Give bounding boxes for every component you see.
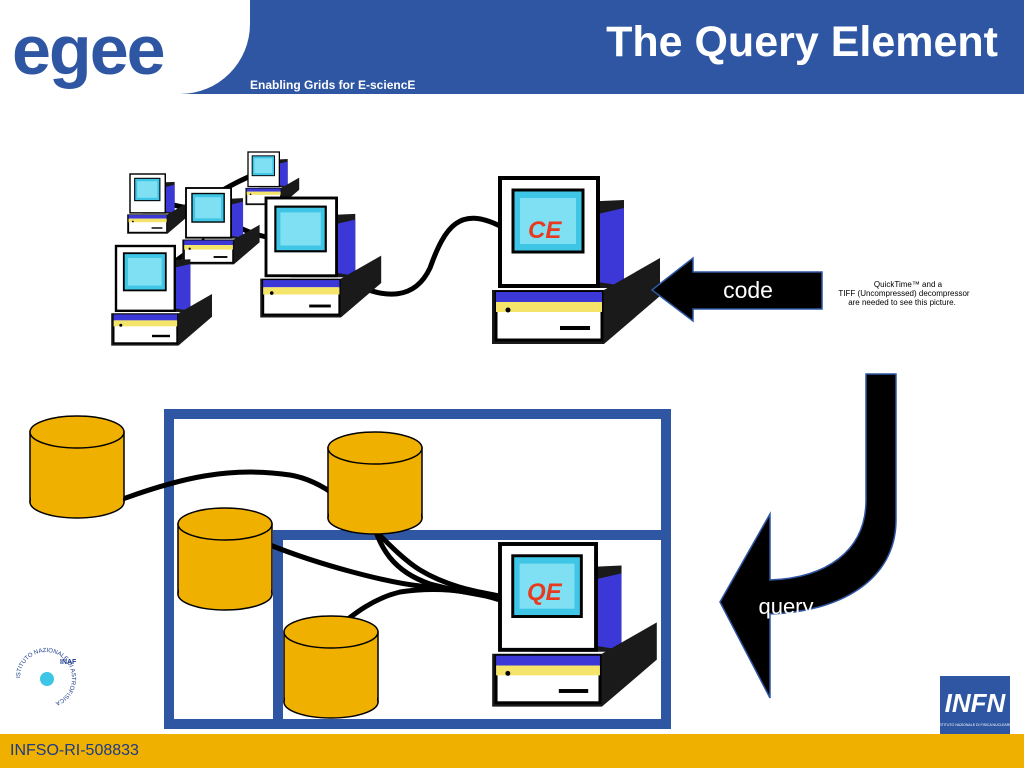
ce-label: CE <box>528 217 562 244</box>
workstation-icon <box>258 196 383 319</box>
infn-logo: INFN ISTITUTO NAZIONALE DI FISICA NUCLEA… <box>938 676 1012 734</box>
placeholder-line: QuickTime™ and a <box>874 280 943 289</box>
code-label: code <box>723 277 773 303</box>
inaf-seal-logo: ISTITUTO NAZIONALE DI ASTROFISICA INAF <box>13 645 79 711</box>
inaf-abbr: INAF <box>60 659 77 666</box>
tagline: Enabling Grids for E-sciencE <box>250 78 416 92</box>
database-icon <box>327 431 423 535</box>
query-label: query <box>758 594 813 619</box>
query-arrow: query <box>719 373 897 699</box>
ce-computer-icon <box>490 176 662 346</box>
placeholder-line: are needed to see this picture. <box>848 298 956 307</box>
qe-computer-icon <box>490 542 659 709</box>
inner-site-frame <box>273 530 671 729</box>
egee-logo-text: egee <box>12 11 164 89</box>
placeholder-line: TIFF (Uncompressed) decompressor <box>838 289 969 298</box>
database-icon <box>29 415 125 519</box>
qe-label: QE <box>527 579 563 606</box>
database-icon <box>177 507 273 611</box>
logo-background: egee <box>0 0 250 94</box>
database-icon <box>283 615 379 719</box>
image-placeholder-text: QuickTime™ and a TIFF (Uncompressed) dec… <box>838 280 969 307</box>
database-cables <box>119 469 501 636</box>
footer-bar <box>0 734 1024 768</box>
slide-title: The Query Element <box>606 18 998 66</box>
code-arrow: code <box>650 256 823 323</box>
infn-logo-subtext: ISTITUTO NAZIONALE DI FISICA NUCLEARE <box>938 723 1012 727</box>
footer-project-code: INFSO-RI-508833 <box>10 742 139 759</box>
egee-logo: egee <box>12 11 166 89</box>
infn-logo-text: INFN <box>945 688 1007 718</box>
